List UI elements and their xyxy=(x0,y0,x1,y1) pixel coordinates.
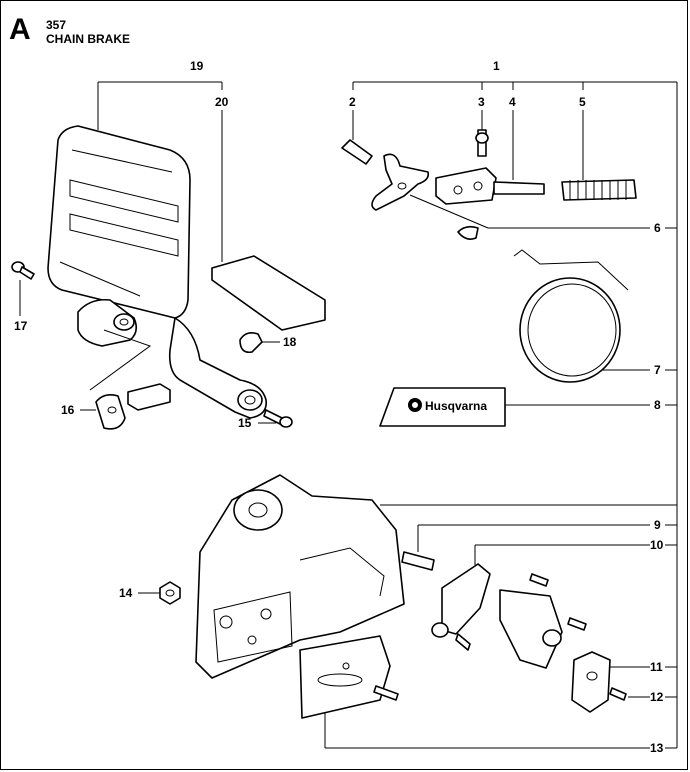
husqvarna-decal-part: Husqvarna xyxy=(379,387,506,427)
clip-18-part xyxy=(239,332,263,354)
callout-6: 6 xyxy=(654,221,661,235)
plate-16-part xyxy=(95,383,171,430)
callout-7: 7 xyxy=(654,363,661,377)
callout-3: 3 xyxy=(478,95,485,109)
leader-6a xyxy=(409,194,489,229)
section-letter: A xyxy=(9,13,31,46)
page-title: CHAIN BRAKE xyxy=(46,32,130,46)
screw-12-part xyxy=(609,687,627,701)
screw-15-part xyxy=(263,409,293,428)
callout-16: 16 xyxy=(61,403,75,417)
decal-part xyxy=(211,255,326,331)
callout-11: 11 xyxy=(650,660,663,674)
callout-2: 2 xyxy=(349,95,356,109)
screw-17-part xyxy=(11,261,35,280)
callout-5: 5 xyxy=(579,95,586,109)
brake-band-part xyxy=(513,249,629,383)
callout-13: 13 xyxy=(650,741,664,755)
brake-assembly-part xyxy=(341,129,637,240)
callout-9: 9 xyxy=(654,518,661,532)
callout-19: 19 xyxy=(190,59,204,73)
callout-17: 17 xyxy=(14,319,28,333)
spring-part xyxy=(77,298,152,391)
callout-20: 20 xyxy=(215,95,229,109)
pin-9-part xyxy=(401,551,435,571)
clutch-cover-part xyxy=(195,474,405,679)
callout-12: 12 xyxy=(650,690,664,704)
callout-14: 14 xyxy=(119,586,133,600)
bracket-part xyxy=(499,589,587,669)
husqvarna-logo-text: Husqvarna xyxy=(425,399,487,413)
nut-14-part xyxy=(159,581,181,605)
callout-4: 4 xyxy=(509,95,516,109)
guard-10-part xyxy=(431,563,549,651)
block-11-part xyxy=(571,651,611,713)
callout-1: 1 xyxy=(493,59,500,73)
callout-15: 15 xyxy=(238,416,252,430)
callout-18: 18 xyxy=(283,335,297,349)
callout-8: 8 xyxy=(654,398,661,412)
husqvarna-crown-logo-icon xyxy=(408,398,422,412)
callout-10: 10 xyxy=(650,538,664,552)
page-number: 357 xyxy=(46,18,67,32)
plate-13-part xyxy=(299,635,399,719)
hand-guard-part xyxy=(47,125,267,419)
